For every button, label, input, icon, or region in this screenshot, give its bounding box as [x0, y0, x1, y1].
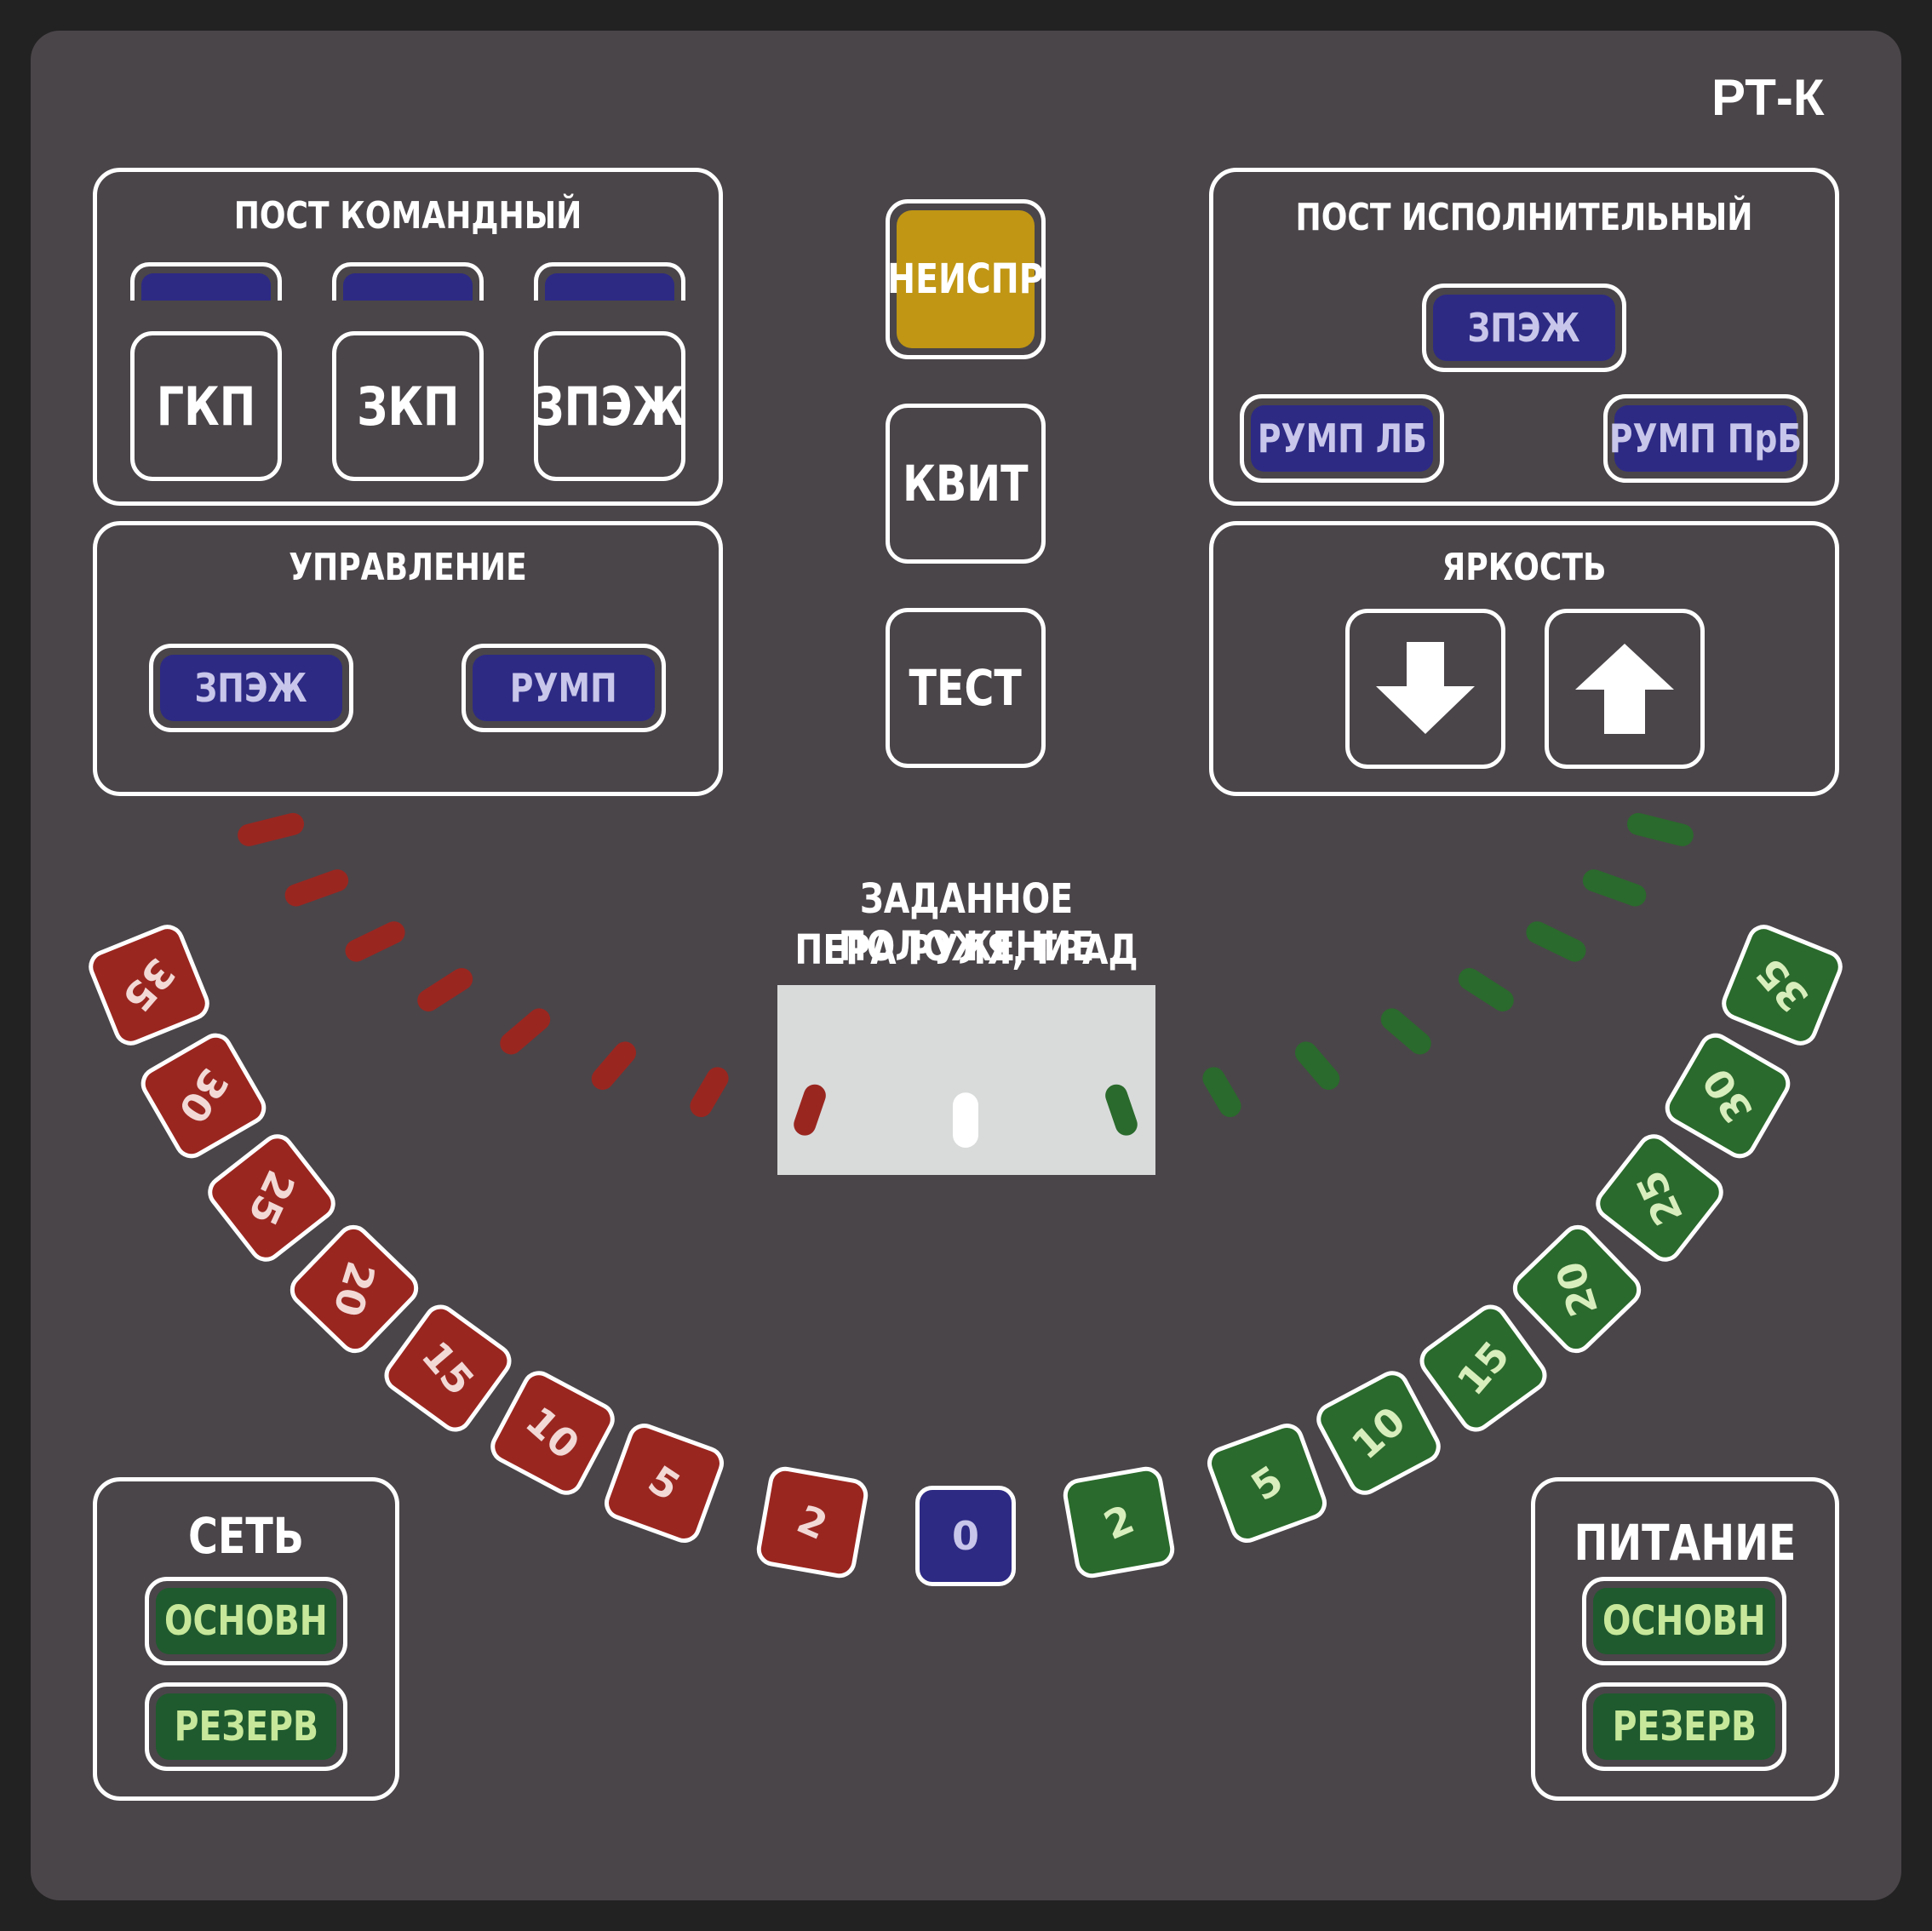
- exec-rump-port-indicator: РУМП ЛБ: [1240, 394, 1444, 483]
- post-command-title: ПОСТ КОМАНДНЫЙ: [233, 194, 582, 238]
- brightness-group: ЯРКОСТЬ: [1209, 521, 1839, 796]
- gkp-indicator: [130, 262, 282, 301]
- network-main-indicator: ОСНОВН: [145, 1577, 347, 1665]
- zpezh-command-button[interactable]: ЗПЭЖ: [534, 331, 685, 481]
- rudder-tick: [1458, 967, 1514, 1011]
- rudder-tick: [1626, 812, 1694, 846]
- rudder-tile-label: 15: [1448, 1332, 1519, 1404]
- device-model-label: РТ-К: [1711, 69, 1825, 126]
- rudder-tile-port-2[interactable]: 2: [754, 1464, 871, 1581]
- rudder-tick: [1582, 869, 1647, 907]
- power-reserve-indicator: РЕЗЕРВ: [1582, 1682, 1786, 1771]
- rudder-tick: [1380, 1008, 1431, 1055]
- arrow-up-icon: [1575, 644, 1674, 734]
- rudder-tile-label: 35: [1746, 949, 1818, 1022]
- control-group: УПРАВЛЕНИЕ: [93, 521, 723, 796]
- rudder-title-line2: ПЕРА РУЛЯ, ГРАД: [794, 926, 1138, 974]
- exec-rump-starboard-indicator: РУМП ПрБ: [1603, 394, 1808, 483]
- ack-button[interactable]: КВИТ: [886, 404, 1046, 564]
- rudder-tile-label: 25: [1626, 1163, 1692, 1233]
- control-title: УПРАВЛЕНИЕ: [289, 546, 527, 589]
- power-main-indicator: ОСНОВН: [1582, 1577, 1786, 1665]
- rudder-tile-label: 2: [790, 1496, 834, 1550]
- zkp-indicator: [332, 262, 484, 301]
- rudder-tick: [690, 1067, 729, 1118]
- power-title: ПИТАНИЕ: [1574, 1514, 1797, 1572]
- zkp-button[interactable]: ЗКП: [332, 331, 484, 481]
- rudder-tile-center-0[interactable]: 0: [915, 1486, 1016, 1586]
- rudder-tile-label: 5: [640, 1456, 689, 1510]
- rudder-tick: [284, 869, 349, 907]
- rudder-tile-label: 10: [1343, 1397, 1415, 1469]
- power-group: ПИТАНИЕ: [1531, 1477, 1839, 1801]
- network-title: СЕТЬ: [187, 1507, 305, 1565]
- fault-button-face: НЕИСПР: [887, 210, 1044, 348]
- rudder-tick: [345, 921, 405, 962]
- post-executive-group: ПОСТ ИСПОЛНИТЕЛЬНЫЙ: [1209, 168, 1839, 506]
- brightness-up-button[interactable]: [1545, 609, 1705, 769]
- network-group: СЕТЬ: [93, 1477, 399, 1801]
- rudder-tick: [1294, 1041, 1340, 1091]
- rudder-tick: [417, 967, 473, 1011]
- rudder-tick: [1105, 1084, 1138, 1136]
- rudder-tile-label: 10: [516, 1397, 588, 1469]
- rudder-title-line1: ЗАДАННОЕ ПОЛОЖЕНИЕ: [838, 875, 1095, 971]
- rudder-tile-label: 5: [1242, 1456, 1291, 1510]
- rudder-tile-label: 30: [1694, 1060, 1763, 1132]
- test-button[interactable]: ТЕСТ: [886, 608, 1046, 768]
- rudder-tick: [1526, 921, 1586, 962]
- fault-button[interactable]: НЕИСПР: [886, 199, 1046, 359]
- rudder-tile-label: 35: [113, 949, 185, 1022]
- rudder-tile-label: 2: [1097, 1496, 1140, 1550]
- zpezh-indicator: [534, 262, 685, 301]
- rudder-tick: [238, 812, 305, 846]
- brightness-down-button[interactable]: [1345, 609, 1505, 769]
- rudder-tile-label: 15: [412, 1332, 484, 1404]
- rudder-tick: [1202, 1067, 1241, 1118]
- arrow-down-icon: [1376, 642, 1475, 734]
- control-rump-button[interactable]: РУМП: [462, 644, 666, 732]
- rudder-tile-starboard-2[interactable]: 2: [1060, 1464, 1177, 1581]
- post-command-group: ПОСТ КОМАНДНЫЙ: [93, 168, 723, 506]
- exec-zpezh-indicator: ЗПЭЖ: [1422, 284, 1626, 372]
- brightness-title: ЯРКОСТЬ: [1442, 546, 1607, 589]
- control-zpezh-button[interactable]: ЗПЭЖ: [149, 644, 353, 732]
- rudder-tile-label: 20: [324, 1256, 384, 1322]
- gkp-button[interactable]: ГКП: [130, 331, 282, 481]
- rudder-tick: [500, 1008, 551, 1055]
- network-reserve-indicator: РЕЗЕРВ: [145, 1682, 347, 1771]
- rudder-tile-label: 30: [169, 1060, 238, 1132]
- post-executive-title: ПОСТ ИСПОЛНИТЕЛЬНЫЙ: [1295, 196, 1753, 239]
- rudder-tile-label: 0: [951, 1513, 979, 1559]
- rudder-tick: [591, 1041, 637, 1091]
- rudder-tick: [794, 1084, 826, 1136]
- rudder-tile-label: 20: [1547, 1256, 1608, 1322]
- rudder-tile-label: 25: [239, 1163, 305, 1233]
